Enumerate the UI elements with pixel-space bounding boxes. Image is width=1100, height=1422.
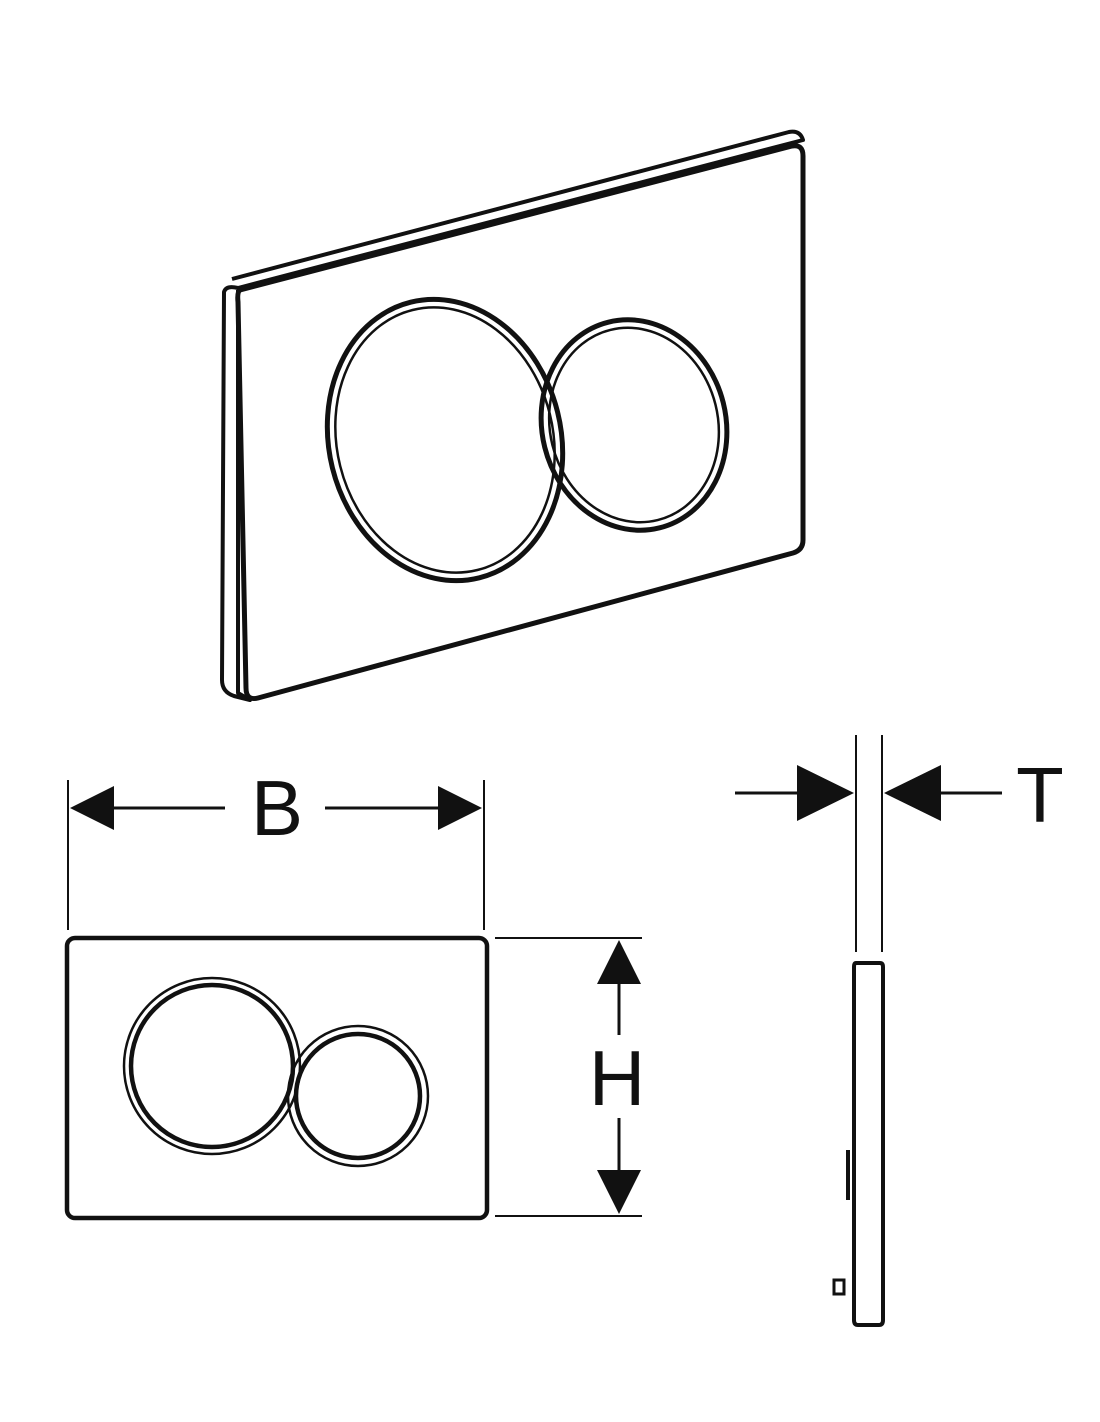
height-label-H: H	[589, 1034, 645, 1122]
width-dimension	[67, 780, 485, 930]
arrowhead-left-in	[884, 765, 941, 821]
thickness-dimension	[735, 735, 1002, 952]
front-view	[64, 935, 490, 1221]
arrowhead-up	[597, 940, 641, 984]
arrowhead-right-in	[797, 765, 854, 821]
thickness-label-T: T	[1016, 751, 1064, 839]
small-flush-button	[538, 317, 730, 533]
plate-side-face	[220, 129, 805, 702]
plate-front-outline	[64, 935, 490, 1221]
height-dimension	[495, 937, 642, 1217]
arrowhead-left	[70, 786, 114, 830]
plate-side-profile	[852, 961, 885, 1327]
side-view	[832, 961, 885, 1327]
large-flush-button	[324, 296, 566, 584]
width-label-B: B	[251, 764, 303, 852]
arrowhead-down	[597, 1170, 641, 1214]
plate-front-face	[235, 143, 806, 701]
arrowhead-right	[438, 786, 482, 830]
large-flush-button-front	[122, 976, 302, 1156]
small-flush-button-front	[286, 1024, 430, 1168]
perspective-view	[220, 129, 806, 702]
